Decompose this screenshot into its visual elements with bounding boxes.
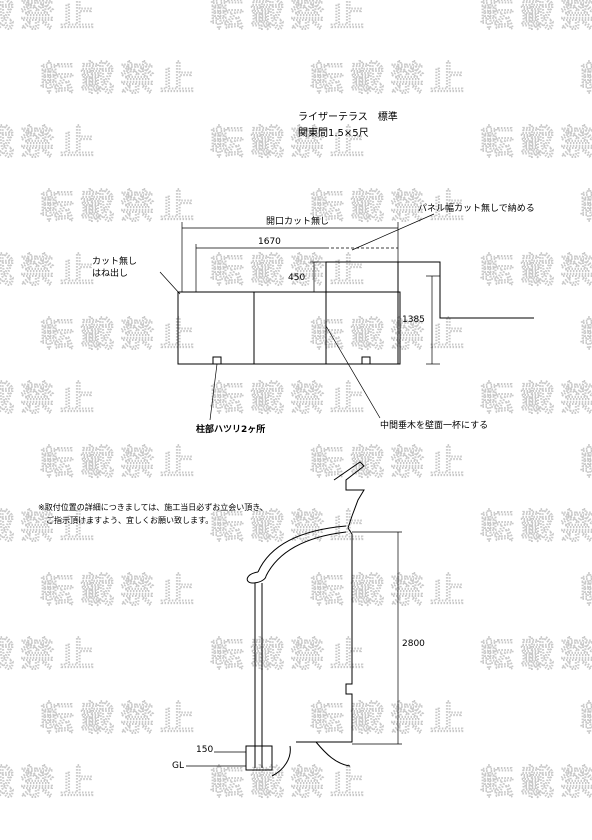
watermark-text: 転載禁止 bbox=[480, 763, 592, 803]
watermark-text: 転載禁止 bbox=[40, 699, 200, 739]
watermark-text: 転載禁止 bbox=[0, 379, 100, 419]
watermark-text: 転載禁止 bbox=[0, 763, 100, 803]
label-no-cut-1: カット無し bbox=[92, 255, 137, 267]
watermark-text: 転載禁止 bbox=[480, 251, 592, 291]
section-view: 2800 150 GL bbox=[172, 461, 425, 777]
title-line2: 関東間1.5×5尺 bbox=[298, 126, 369, 139]
dim-2800: 2800 bbox=[402, 639, 425, 649]
ground-line-right bbox=[315, 741, 351, 767]
gutter bbox=[246, 571, 267, 584]
roof-curve-outer bbox=[257, 525, 347, 573]
watermark-text: 転載禁止 bbox=[310, 571, 470, 611]
terrace-frame bbox=[177, 291, 401, 365]
watermark-text: 転載禁止 bbox=[480, 635, 592, 675]
watermark-text: 転載禁止 bbox=[0, 251, 100, 291]
watermark-text: 転載禁止 bbox=[0, 507, 100, 547]
label-gl: GL bbox=[172, 761, 184, 771]
house-wall-outline bbox=[325, 261, 534, 319]
leader-mid-mullion bbox=[325, 325, 381, 419]
dim-150: 150 bbox=[196, 745, 213, 755]
watermark-text: 転載禁止 bbox=[210, 251, 370, 291]
ground-line-left bbox=[271, 745, 291, 777]
label-no-cut-2: はね出し bbox=[92, 267, 128, 279]
watermark-text: 転載禁止 bbox=[580, 571, 592, 611]
label-panel-width: パネル幅カット無しで納める bbox=[418, 202, 535, 214]
label-opening-no-cut: 開口カット無し bbox=[266, 215, 329, 227]
dim-1385: 1385 bbox=[402, 315, 425, 325]
watermark-text: 転載禁止 bbox=[40, 571, 200, 611]
watermark-text: 転載禁止 bbox=[580, 315, 592, 355]
watermark-text: 転載禁止 bbox=[480, 379, 592, 419]
column-foundation bbox=[245, 745, 273, 771]
watermark-text: 転載禁止 bbox=[0, 0, 100, 35]
watermark-text: 転載禁止 bbox=[0, 635, 100, 675]
watermark-text: 転載禁止 bbox=[310, 187, 470, 227]
watermark-text: 転載禁止 bbox=[580, 59, 592, 99]
watermark-text: 転載禁止 bbox=[480, 507, 592, 547]
watermark-text: 転載禁止 bbox=[580, 443, 592, 483]
watermark-text: 転載禁止 bbox=[580, 699, 592, 739]
label-mid-mullion: 中間垂木を壁面一杯にする bbox=[380, 419, 488, 431]
watermark-text: 転載禁止 bbox=[480, 0, 592, 35]
watermark-text: 転載禁止 bbox=[40, 315, 200, 355]
watermark-text: 転載禁止 bbox=[310, 315, 470, 355]
column-notch-right bbox=[361, 356, 371, 365]
watermark-text: 転載禁止 bbox=[40, 187, 200, 227]
note-line1: ※取付位置の詳細につきましては、施工当日必ずお立会い頂き、 bbox=[38, 502, 268, 512]
watermark-text: 転載禁止 bbox=[310, 699, 470, 739]
leader-no-cut bbox=[159, 271, 181, 295]
watermark-text: 転載禁止 bbox=[210, 379, 370, 419]
dim-450: 450 bbox=[288, 273, 305, 283]
title-line1: ライザーテラス 標準 bbox=[298, 110, 398, 123]
eave-profile bbox=[333, 461, 365, 529]
note-line2: ご指示頂けますよう、宜しくお願い致します。 bbox=[46, 515, 213, 525]
leader-column-notch bbox=[209, 363, 218, 421]
watermark-text: 転載禁止 bbox=[40, 443, 200, 483]
dim-1670: 1670 bbox=[258, 237, 281, 247]
roof-curve-inner bbox=[265, 531, 347, 577]
watermark-text: 転載禁止 bbox=[210, 0, 370, 35]
watermark-text: 転載禁止 bbox=[480, 123, 592, 163]
watermark-text: 転載禁止 bbox=[210, 763, 370, 803]
watermark-text: 転載禁止 bbox=[310, 443, 470, 483]
watermark-text: 転載禁止 bbox=[580, 187, 592, 227]
elevation-view: 開口カット無し 1670 パネル幅カット無しで納める 450 1385 カット無… bbox=[92, 202, 535, 435]
wall-line bbox=[296, 527, 353, 743]
label-column-notch: 柱部ハツリ2ヶ所 bbox=[196, 423, 265, 435]
watermark-text: 転載禁止 bbox=[310, 59, 470, 99]
leader-panel-width bbox=[351, 213, 435, 251]
watermark-text: 転載禁止 bbox=[210, 123, 370, 163]
watermark-text: 転載禁止 bbox=[0, 123, 100, 163]
watermark-text: 転載禁止 bbox=[210, 635, 370, 675]
column-notch-left bbox=[212, 356, 222, 365]
watermark-text: 転載禁止 bbox=[40, 59, 200, 99]
